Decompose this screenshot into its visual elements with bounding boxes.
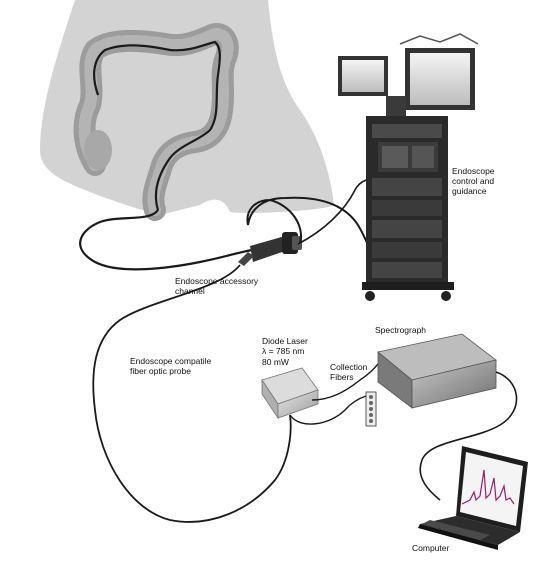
endoscope-insertion-tube [79, 209, 253, 271]
torso-illustration [40, 0, 334, 215]
collection-fibers-label: Collection Fibers [330, 362, 368, 382]
excitation-fiber-cable [289, 395, 367, 425]
laser-power-label: 80 mW [262, 357, 289, 367]
fiber-optic-probe-cable [92, 264, 292, 523]
usb-cable [419, 371, 518, 501]
spectrograph-label: Spectrograph [375, 325, 427, 335]
accessory-channel-label: Endoscope accessory channel [175, 276, 259, 296]
endoscope-inner-tube [93, 40, 221, 211]
endoscope-handle-icon [238, 232, 302, 266]
fiber-optic-probe-label: Endoscope compatile fiber optic probe [130, 356, 212, 376]
laptop-icon [418, 446, 528, 550]
fiber-bundle-icon [365, 391, 377, 427]
diode-laser-label: Diode Laser [262, 336, 308, 346]
computer-label: Computer [412, 543, 450, 553]
diode-laser-box-icon [261, 367, 319, 420]
spectrograph-box-icon [377, 333, 497, 409]
laser-wavelength-label: λ = 785 nm [262, 346, 305, 356]
colon-illustration [73, 23, 239, 221]
raman-spectrum-trace [461, 469, 515, 505]
endoscope-control-label: Endoscope control and guidance [452, 166, 495, 196]
endoscope-cart-icon [338, 33, 479, 301]
